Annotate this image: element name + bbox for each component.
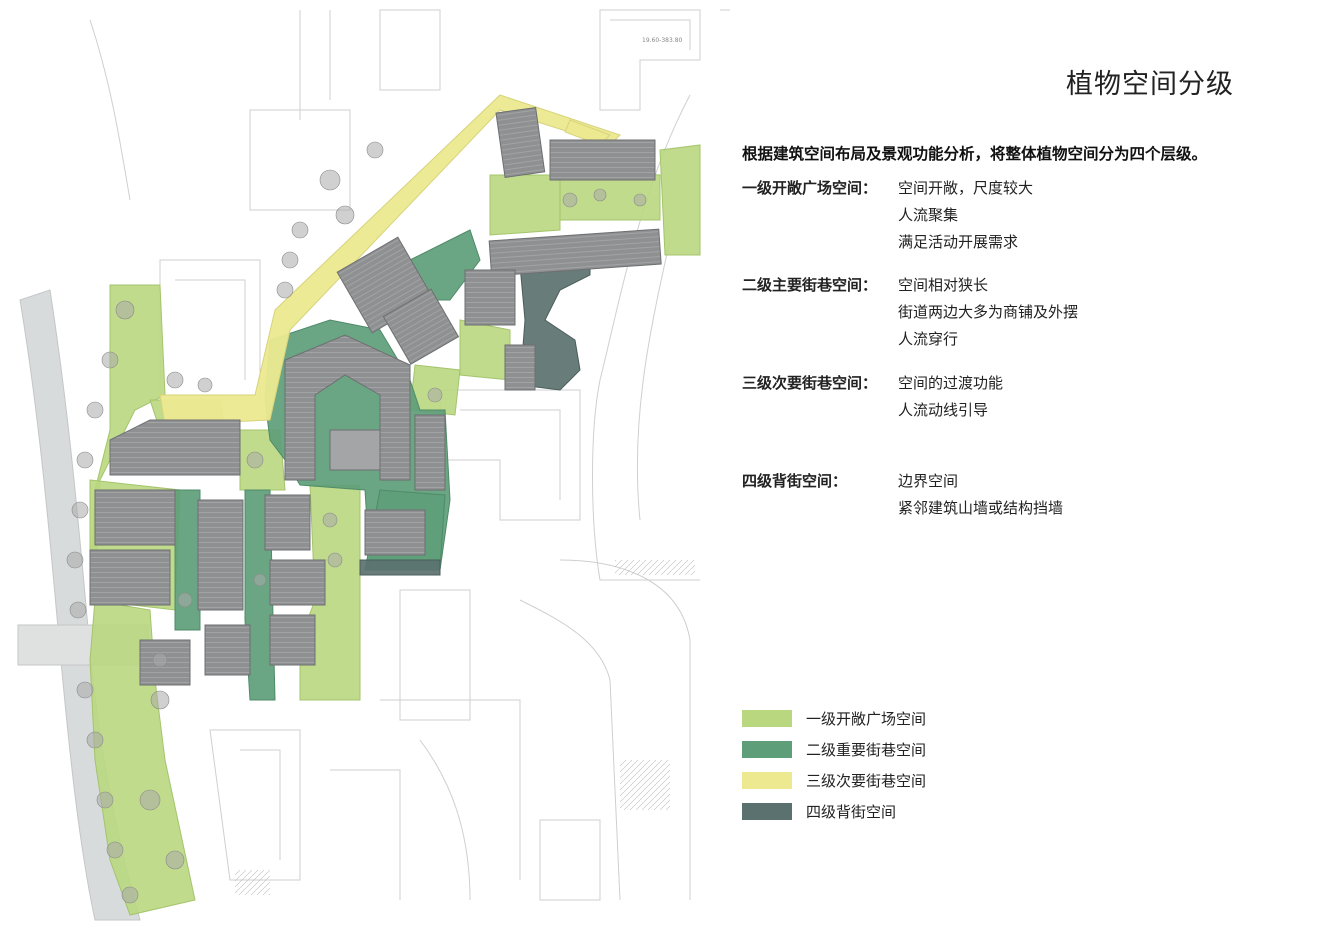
buildings — [89, 106, 662, 686]
level-item: 满足活动开展需求 — [898, 233, 1019, 251]
context-linework — [89, 9, 730, 901]
level-item: 街道两边大多为商铺及外摆 — [898, 303, 1079, 321]
level-item: 空间的过渡功能 — [898, 374, 1004, 392]
legend-swatch — [742, 803, 792, 820]
level-item: 人流聚集 — [898, 206, 959, 224]
level-label: 三级次要街巷空间： — [742, 374, 878, 392]
legend-swatch — [742, 741, 792, 758]
grid-paving — [235, 870, 270, 895]
level-item: 空间相对狭长 — [898, 276, 989, 294]
level-item: 空间开敞，尺度较大 — [898, 179, 1034, 197]
map-elevation-label: 19.60-383.80 — [642, 37, 683, 44]
legend-swatch — [742, 772, 792, 789]
level-label: 二级主要街巷空间： — [742, 276, 878, 294]
legend-swatch — [742, 710, 792, 727]
tree-canopies — [66, 141, 647, 904]
legend-label: 三级次要街巷空间 — [806, 772, 927, 790]
level-label: 一级开敞广场空间： — [742, 179, 878, 197]
level-item: 紧邻建筑山墙或结构挡墙 — [898, 499, 1064, 517]
legend-label: 一级开敞广场空间 — [806, 710, 927, 728]
legend-label: 二级重要街巷空间 — [806, 741, 927, 759]
crosswalk — [615, 560, 695, 575]
site-plan-map: 19.60-383.80 — [17, 9, 730, 921]
legend-label: 四级背街空间 — [806, 803, 897, 821]
level-item: 边界空间 — [898, 472, 959, 490]
crosswalk — [620, 760, 670, 810]
level-label: 四级背街空间： — [742, 472, 848, 490]
level-item: 人流动线引导 — [898, 401, 989, 419]
intro-text: 根据建筑空间布局及景观功能分析，将整体植物空间分为四个层级。 — [742, 145, 1208, 163]
page-title: 植物空间分级 — [1066, 69, 1234, 100]
level-item: 人流穿行 — [898, 330, 959, 348]
